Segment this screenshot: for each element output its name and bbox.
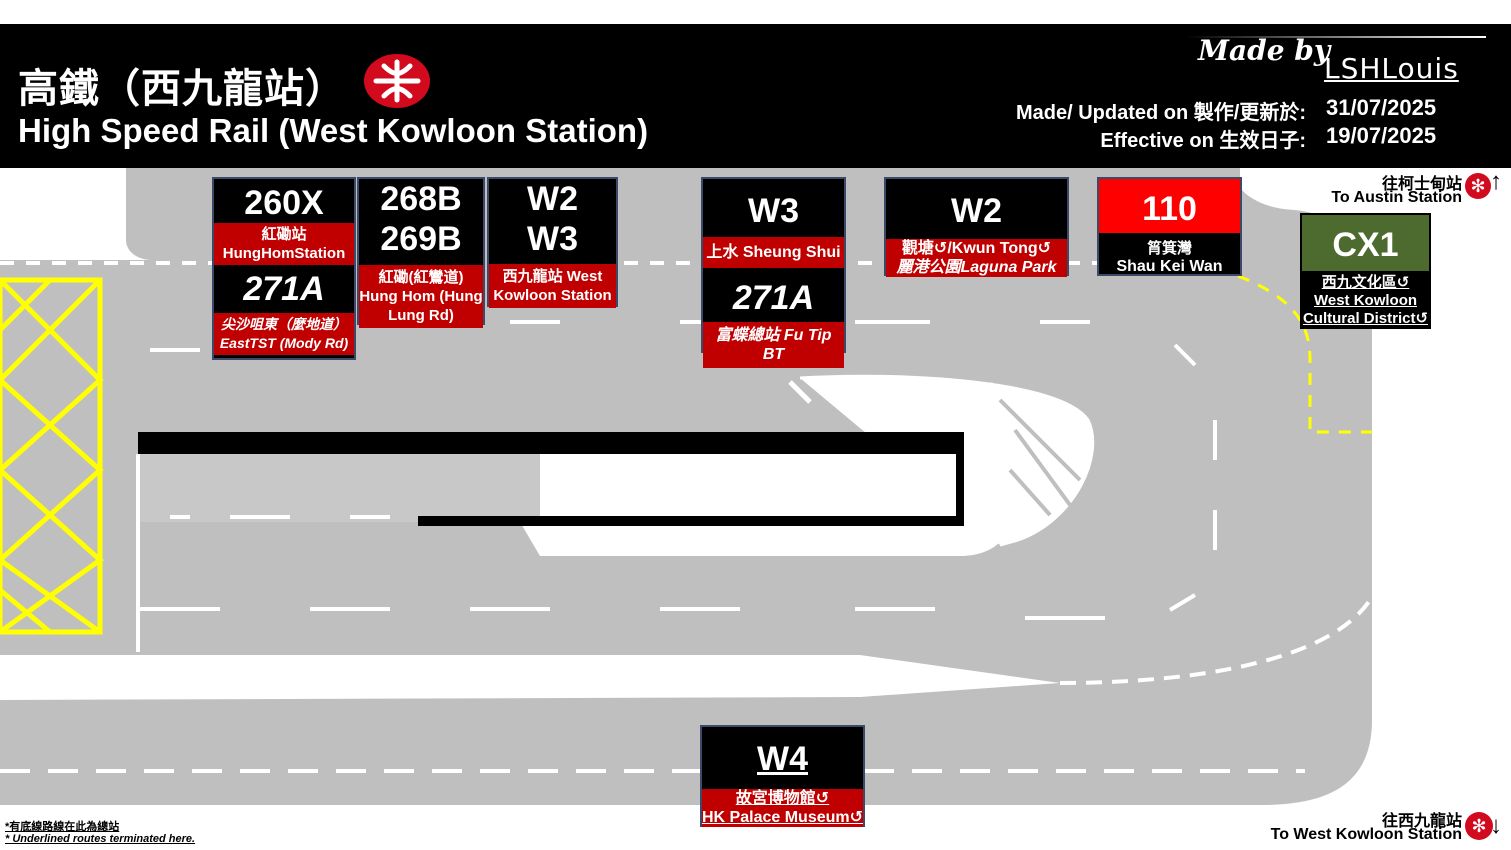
route-number: 110 — [1099, 179, 1240, 233]
route-number: 271A — [732, 279, 815, 317]
route-number: 271A — [243, 270, 325, 308]
route-destination: 西九龍站 West Kowloon Station — [489, 264, 616, 308]
route-destination: HK Palace Museum↺ — [702, 808, 864, 827]
route-number: W3 — [748, 192, 799, 230]
updated-label: Made/ Updated on 製作/更新於: — [1016, 102, 1306, 124]
stop-sign-3: W2 W3 西九龍站 West Kowloon Station — [487, 177, 618, 308]
route-destination: Shau Kei Wan — [1116, 258, 1223, 275]
arrow-down-icon: ↓ — [1490, 812, 1502, 839]
stop-sign-7: CX1 西九文化區↺ West Kowloon Cultural Distric… — [1300, 213, 1431, 329]
mtr-logo-icon: ✻ — [1465, 173, 1491, 199]
route-number: W4 — [757, 740, 808, 778]
mtr-logo-icon — [364, 54, 430, 108]
stop-sign-1: 260X 紅磡站 HungHomStation 271A 尖沙咀東（麼地道）Ea… — [212, 177, 356, 360]
stop-sign-6: 110 筲箕灣 Shau Kei Wan — [1097, 177, 1242, 276]
page-title-en: High Speed Rail (West Kowloon Station) — [18, 112, 649, 149]
route-destination: 紅磡站 HungHomStation — [214, 223, 354, 265]
arrow-up-icon: ↑ — [1490, 168, 1502, 195]
effective-label: Effective on 生效日子: — [1100, 130, 1306, 152]
stop-sign-4: W3 上水 Sheung Shui 271A 富蝶總站 Fu Tip BT — [701, 177, 846, 368]
updated-value: 31/07/2025 — [1326, 95, 1437, 120]
route-destination: 尖沙咀東（麼地道）EastTST (Mody Rd) — [214, 313, 354, 355]
route-destination: 西九文化區↺ — [1302, 271, 1429, 292]
stop-sign-2: 268B 269B 紅磡(紅鸞道) Hung Hom (Hung Lung Rd… — [357, 177, 485, 328]
route-destination: 紅磡(紅鸞道) Hung Hom (Hung Lung Rd) — [359, 265, 483, 328]
route-number: CX1 — [1332, 226, 1399, 264]
route-destination: 筲箕灣 — [1146, 240, 1192, 257]
stop-sign-8: W4 故宮博物館↺ HK Palace Museum↺ — [700, 725, 865, 827]
route-destination: West Kowloon — [1302, 292, 1429, 309]
route-number: 269B — [380, 220, 462, 258]
footnote-en: * Underlined routes terminated here. — [5, 833, 196, 845]
made-by-label: Made by — [1198, 34, 1331, 67]
page-title-zh: 高鐵（西九龍站） — [18, 67, 346, 111]
route-number: W3 — [527, 220, 578, 258]
direction-south-en: To West Kowloon Station — [1270, 826, 1462, 843]
yellow-box-junction — [0, 277, 104, 635]
header-bar — [0, 24, 1511, 168]
mtr-logo-icon: ✻ — [1465, 812, 1493, 840]
kerb-bottom — [418, 516, 964, 526]
route-destination: 麗港公園Laguna Park — [886, 258, 1067, 277]
route-destination: 觀塘↺/Kwun Tong↺ — [886, 239, 1067, 258]
direction-south-zh: 往西九龍站 — [1381, 813, 1462, 830]
stop-sign-5: W2 觀塘↺/Kwun Tong↺ 麗港公園Laguna Park — [884, 177, 1069, 277]
route-number: W2 — [951, 192, 1002, 230]
effective-value: 19/07/2025 — [1326, 123, 1437, 148]
direction-north-zh: 往柯士甸站 — [1381, 176, 1462, 193]
route-number: W2 — [527, 180, 578, 218]
divider-lower — [0, 655, 1060, 700]
direction-north-en: To Austin Station — [1331, 189, 1462, 206]
route-destination: 富蝶總站 Fu Tip BT — [703, 322, 844, 368]
route-destination: 故宮博物館↺ — [702, 789, 863, 808]
route-destination: 上水 Sheung Shui — [703, 237, 844, 268]
route-number: 260X — [244, 184, 324, 222]
curb-top-left — [0, 168, 152, 260]
author-name: LSHLouis — [1324, 52, 1459, 85]
footnote-zh: *有底線路線在此為總站 — [5, 821, 120, 833]
kerb-top — [138, 432, 964, 454]
route-destination: Cultural District↺ — [1302, 309, 1429, 327]
route-number: 268B — [380, 180, 462, 218]
